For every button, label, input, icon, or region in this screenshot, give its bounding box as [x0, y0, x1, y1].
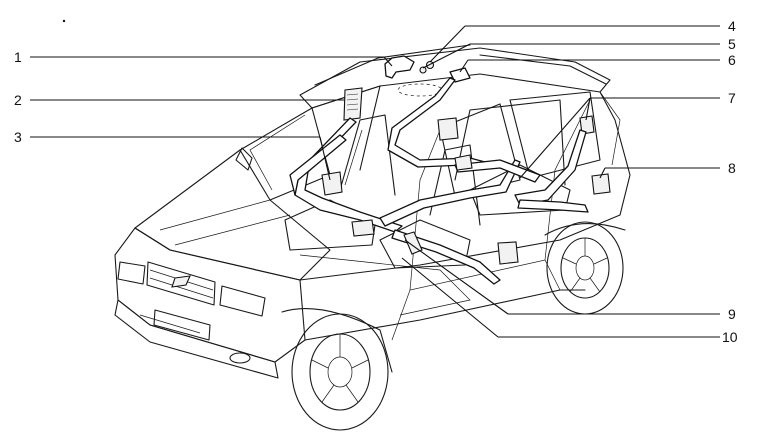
- rear-retractor: [579, 115, 595, 135]
- callout-3: 3: [14, 129, 22, 145]
- callout-2: 2: [14, 92, 22, 108]
- callout-1: 1: [14, 49, 22, 65]
- center-lap-belt: [379, 159, 521, 227]
- callout-8: 8: [728, 160, 736, 176]
- callout-6: 6: [728, 52, 736, 68]
- rear-center-buckle: [497, 241, 519, 265]
- rear-right-belt: [514, 129, 587, 206]
- callout-leaders: [30, 25, 720, 338]
- vehicle-outline: [114, 44, 631, 431]
- front-left-buckle: [321, 171, 343, 196]
- print-speck: [62, 19, 66, 23]
- callout-9: 9: [728, 306, 736, 322]
- front-right-buckle: [437, 117, 459, 141]
- assembly-marker: [397, 83, 443, 97]
- floor-anchor: [351, 219, 375, 237]
- mount-washer: [419, 66, 427, 74]
- callout-7: 7: [728, 90, 736, 106]
- belt-guide-loop: [384, 55, 415, 79]
- front-retractor: [343, 87, 363, 121]
- callout-5: 5: [728, 36, 736, 52]
- callout-4: 4: [728, 18, 736, 34]
- seat-belt-assemblies: [289, 55, 611, 285]
- callout-labels: 1 2 3 4 5 6 7 8 9 10: [14, 18, 738, 345]
- callout-10: 10: [722, 329, 738, 345]
- rear-buckle: [591, 173, 611, 195]
